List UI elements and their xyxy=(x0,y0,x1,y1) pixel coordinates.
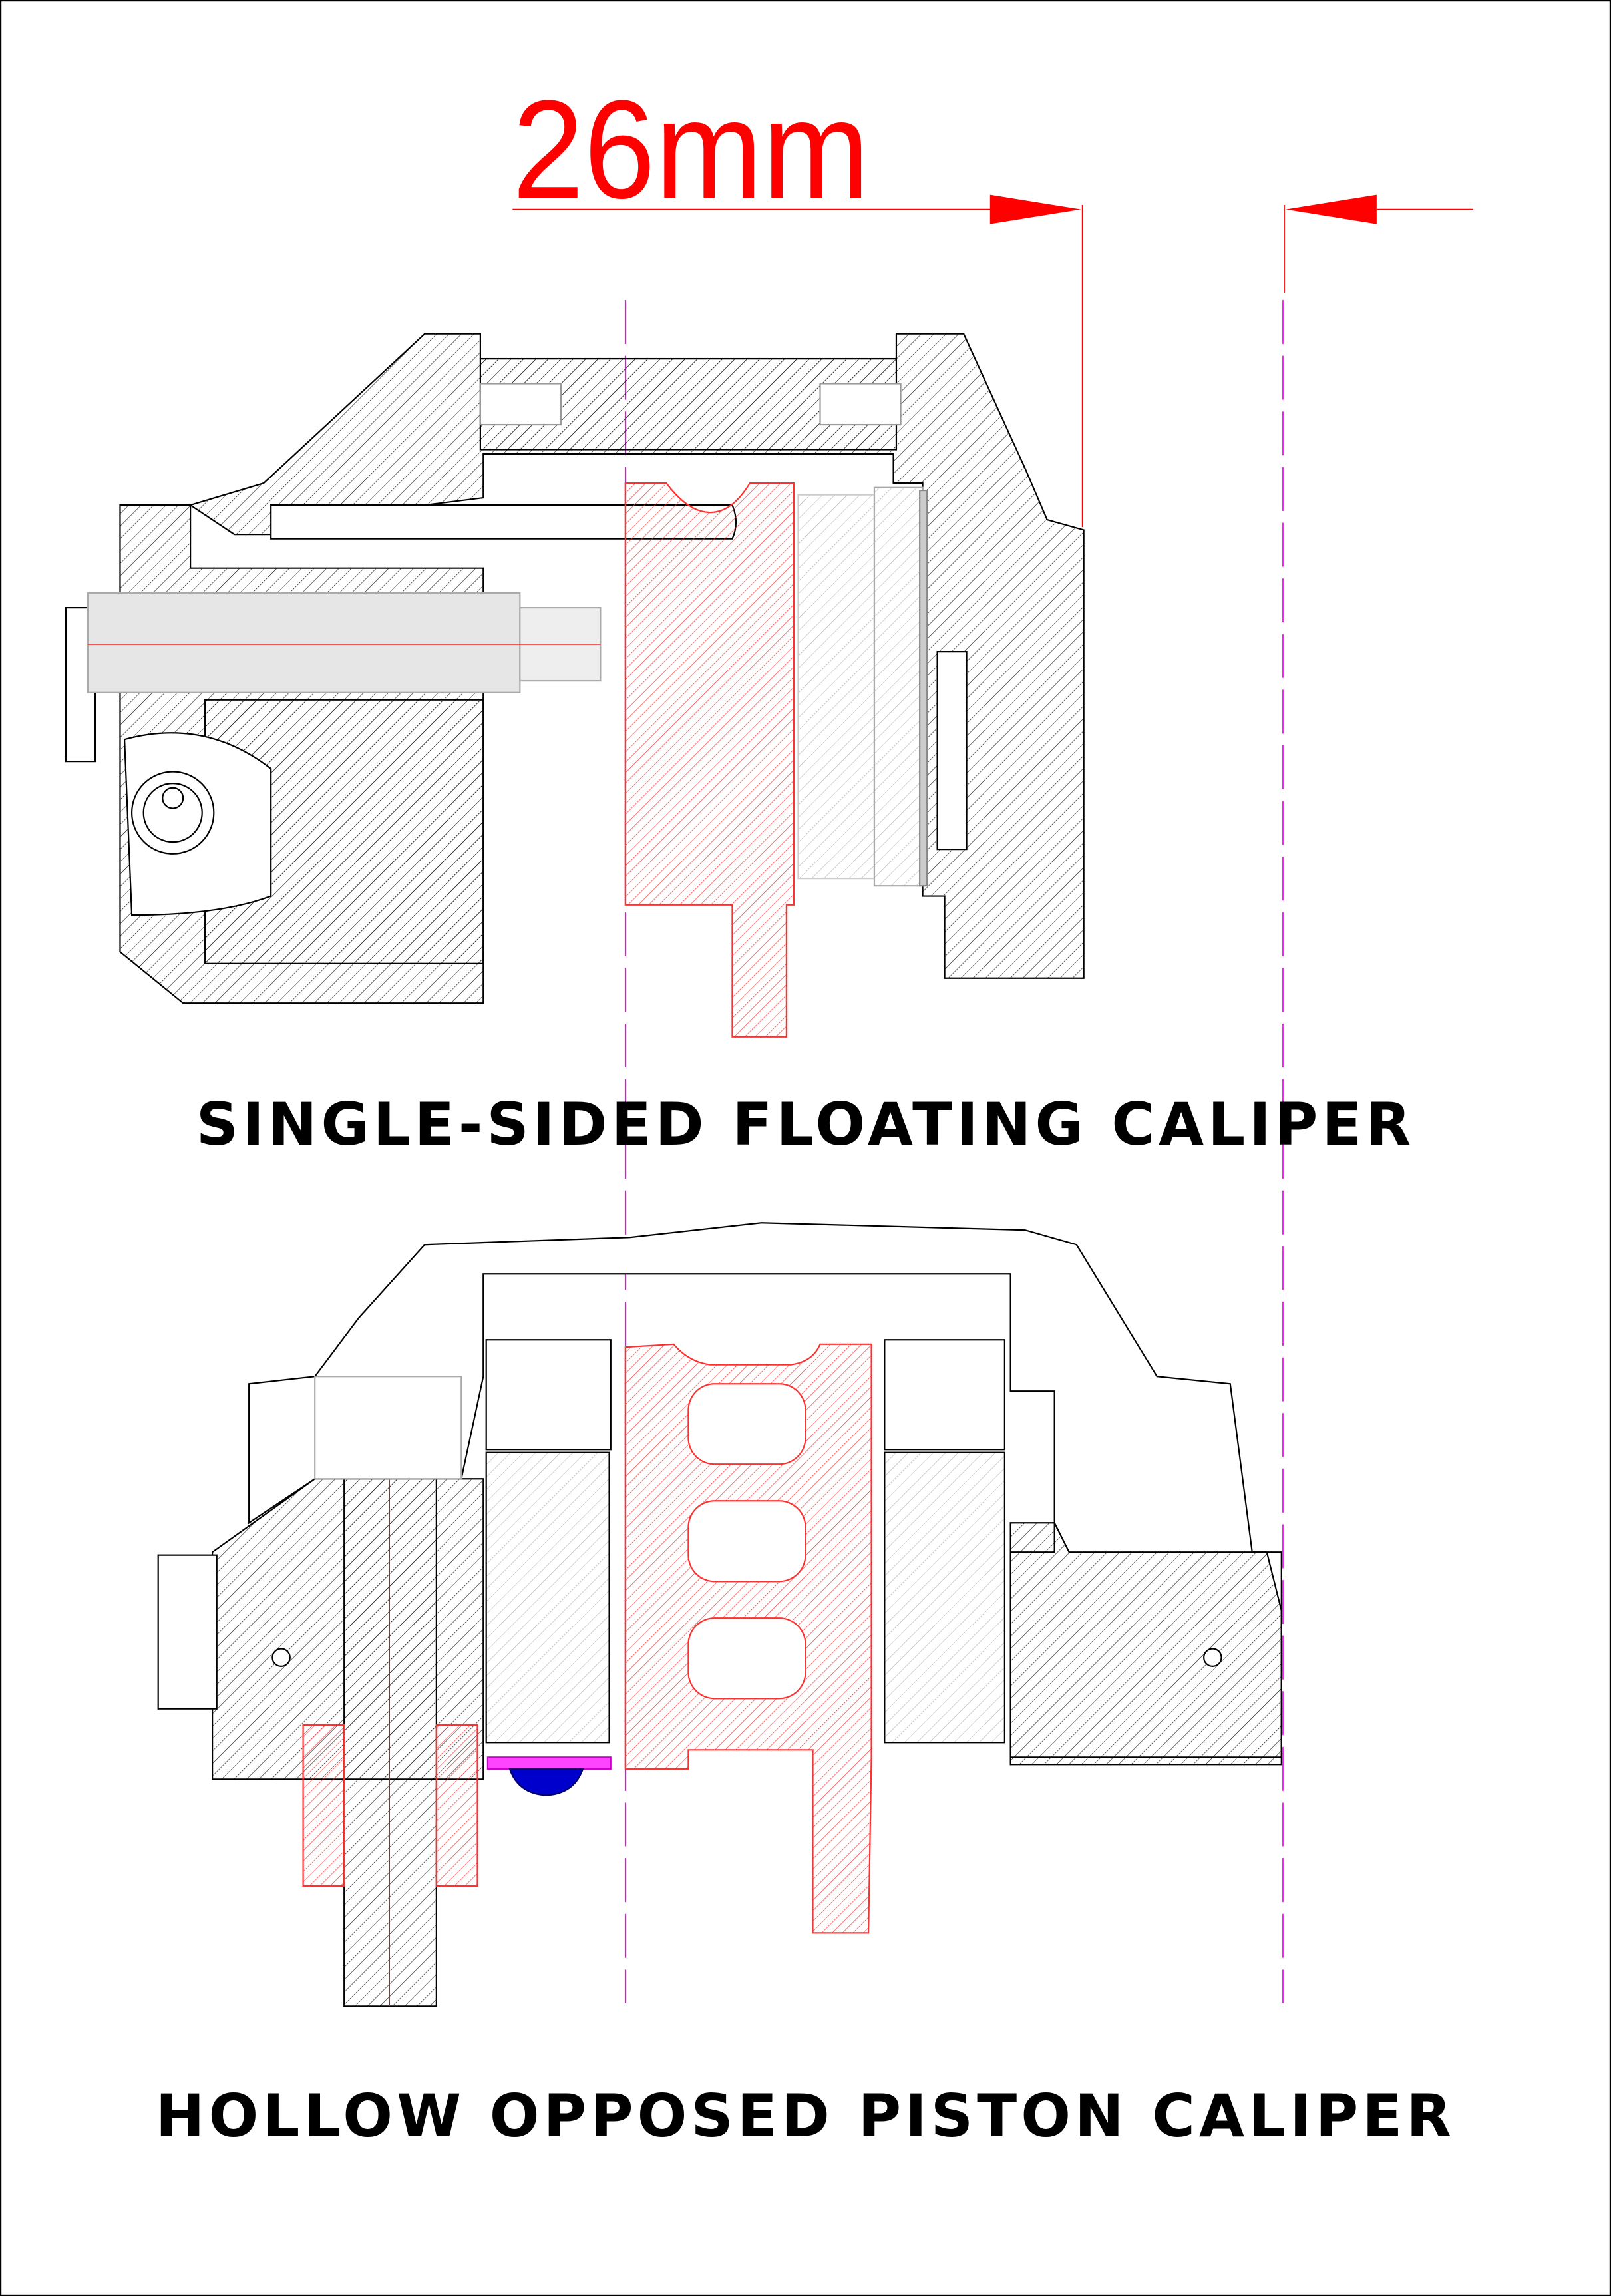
arrow-left-icon xyxy=(1286,194,1377,224)
dimension-label: 26mm xyxy=(512,71,870,228)
floating-caliper xyxy=(65,333,1085,1004)
dimension-26mm xyxy=(512,194,1474,528)
opposed-piston-caliper xyxy=(157,1222,1282,2007)
caption-hollow-opposed-piston-caliper: HOLLOW OPPOSED PISTON CALIPER xyxy=(155,2082,1456,2150)
rotor-bottom xyxy=(624,1343,872,1934)
caption-single-sided-floating-caliper: SINGLE-SIDED FLOATING CALIPER xyxy=(196,1090,1415,1159)
arrow-right-icon xyxy=(989,194,1081,224)
rotor-top xyxy=(624,482,795,1038)
piston-seal xyxy=(508,1768,584,1796)
